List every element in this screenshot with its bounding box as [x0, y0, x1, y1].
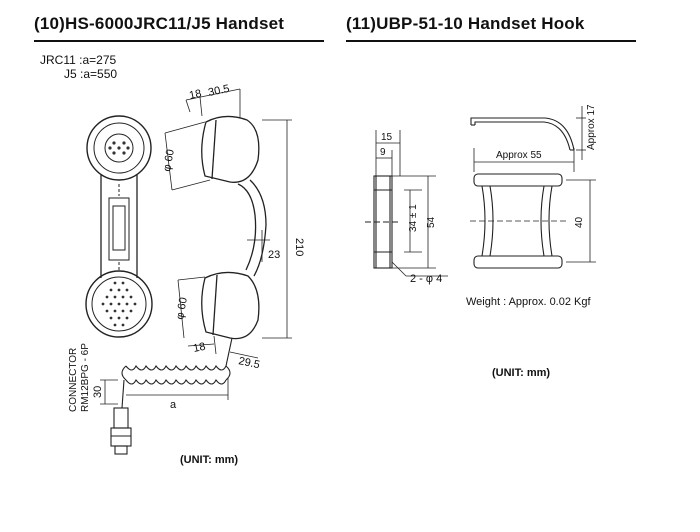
handset-unit: (UNIT: mm) [180, 454, 239, 466]
hook-front-dimensions [473, 106, 596, 263]
mouthpiece-holes [101, 281, 137, 327]
handset-title: (10)HS-6000JRC11/J5 Handset [34, 14, 324, 42]
dim-18-top: 18 [188, 88, 202, 102]
hook-side-view [365, 175, 400, 269]
handset-front-view [85, 115, 153, 338]
hook-title: (11)UBP-51-10 Handset Hook [346, 14, 636, 42]
dim-15: 15 [381, 132, 393, 143]
coiled-cord [121, 337, 233, 409]
dim-30-5: 30.5 [207, 83, 230, 99]
cord-dimensions [100, 378, 229, 405]
dim-210: 210 [293, 238, 305, 256]
hook-dimensions [375, 130, 448, 277]
dim-54: 54 [426, 216, 437, 228]
dim-9: 9 [380, 147, 386, 158]
dim-a: a [170, 399, 177, 411]
dim-40: 40 [574, 216, 585, 228]
dim-approx-17: Approx 17 [586, 104, 597, 150]
dim-23: 23 [268, 249, 280, 261]
connector-label: CONNECTOR [68, 348, 79, 412]
side-view-dimensions [164, 88, 292, 359]
dim-hole: 2 - φ 4 [410, 273, 442, 285]
dim-phi60-bottom: φ 60 [174, 296, 190, 320]
j5-note: J5 :a=550 [64, 67, 118, 81]
dim-29-5: 29.5 [237, 355, 260, 371]
dim-30: 30 [92, 386, 104, 398]
dim-phi60-top: φ 60 [161, 148, 177, 172]
connector-plug [110, 407, 132, 455]
connector-model: RM12BPG - 6P [80, 343, 91, 412]
weight-note: Weight : Approx. 0.02 Kgf [466, 296, 591, 308]
dim-18-bottom: 18 [192, 341, 206, 355]
dim-approx-55: Approx 55 [496, 150, 542, 161]
hook-front-view [470, 117, 575, 269]
hook-unit: (UNIT: mm) [492, 367, 551, 379]
jrc11-note: JRC11 :a=275 [40, 53, 117, 67]
dim-34: 34 ± 1 [408, 204, 419, 232]
handset-side-view [201, 115, 267, 340]
earpiece-holes [108, 141, 130, 155]
